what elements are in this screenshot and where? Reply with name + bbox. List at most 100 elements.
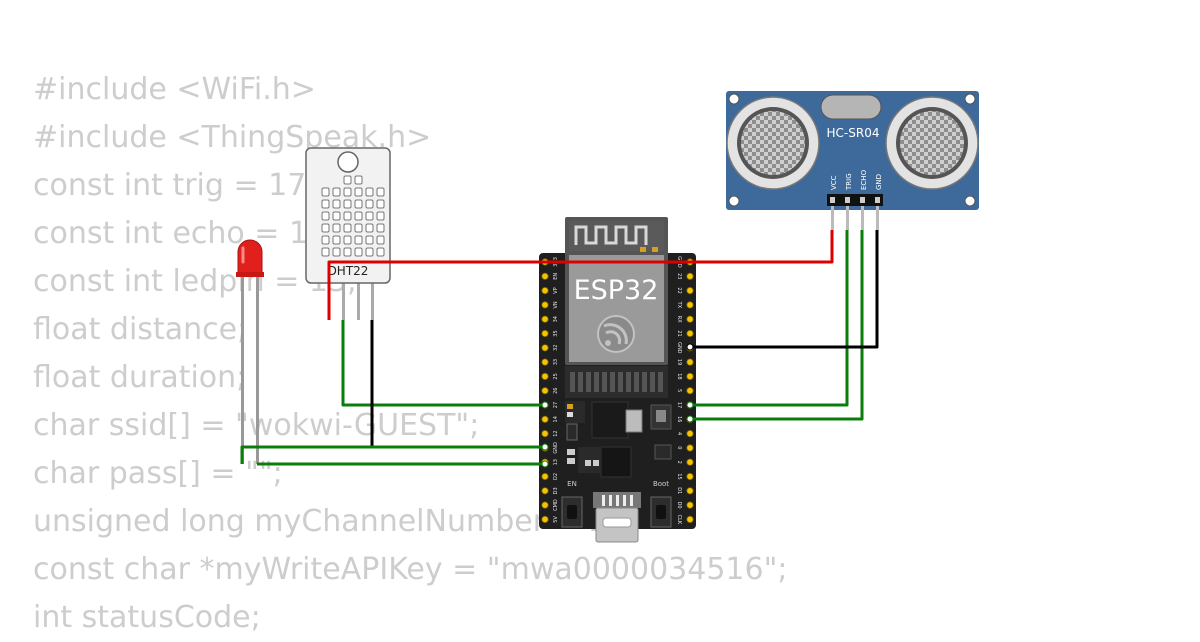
wire-echo	[690, 230, 864, 421]
wire-dht-data	[341, 320, 545, 407]
pin-header	[827, 194, 883, 206]
en-button[interactable]	[561, 496, 583, 528]
pin-label: 35	[553, 330, 559, 336]
header-pin[interactable]	[541, 358, 549, 366]
pin-label: 14	[553, 416, 559, 422]
header-pin[interactable]	[686, 458, 694, 466]
header-pin[interactable]	[541, 429, 549, 438]
pin-label: D2	[553, 473, 559, 480]
header-pin[interactable]	[686, 301, 694, 309]
wire-led-cathode	[240, 445, 545, 464]
pin-label: 21	[676, 330, 682, 336]
pin-label: 19	[676, 359, 682, 365]
pin-trig	[845, 197, 850, 203]
pin-echo	[860, 197, 865, 203]
header-pin[interactable]	[686, 501, 694, 509]
header-pin[interactable]	[541, 515, 549, 524]
header-pin[interactable]	[686, 472, 694, 481]
mount-hole	[964, 195, 976, 207]
dht22-sensor[interactable]: DHT22	[305, 147, 391, 320]
dht-label: DHT22	[328, 264, 369, 278]
pin-label: 0	[676, 446, 682, 449]
header-pin[interactable]	[541, 329, 549, 338]
header-pin[interactable]	[541, 315, 549, 323]
mount-hole	[728, 93, 740, 105]
header-pin[interactable]	[686, 429, 694, 438]
dht-vent-grid	[321, 175, 385, 257]
transducer-left	[726, 96, 820, 190]
header-pin[interactable]	[541, 301, 549, 309]
header-pin[interactable]	[541, 344, 549, 352]
pin-label: 4	[676, 432, 682, 435]
header-pin[interactable]	[541, 472, 549, 481]
mount-hole	[728, 195, 740, 207]
boot-label: Boot	[653, 480, 669, 488]
code-line: float duration;	[33, 360, 247, 395]
usb-uart-chip	[600, 446, 632, 478]
header-pin[interactable]	[541, 272, 549, 280]
header-pin[interactable]	[541, 286, 549, 295]
sensor-label: HC-SR04	[827, 126, 880, 140]
header-pin[interactable]	[541, 501, 549, 509]
header-pin[interactable]	[686, 444, 694, 452]
pin-label-vcc: VCC	[830, 175, 838, 190]
header-pin[interactable]	[686, 315, 694, 323]
header-pin[interactable]	[686, 487, 694, 495]
pin-label: 32	[553, 345, 559, 351]
wire-trig	[690, 230, 849, 407]
code-line: char pass[] = "";	[33, 456, 283, 491]
esp32-devkit[interactable]: ESP32 EN Boot	[539, 217, 696, 543]
pin-label: 15	[676, 473, 682, 479]
pin-label: GND	[676, 342, 682, 354]
pin-label: 5	[676, 389, 682, 392]
pin-label: 33	[553, 359, 559, 365]
pin-label: VN	[553, 301, 559, 308]
header-pin[interactable]	[686, 515, 694, 524]
pin-label: RX	[676, 316, 682, 323]
header-pin[interactable]	[686, 387, 694, 395]
pin-label: GND	[553, 442, 559, 454]
module-pads	[565, 366, 668, 398]
pin-label: D0	[676, 502, 682, 509]
header-pin[interactable]	[686, 329, 694, 338]
pin-label: 23	[676, 273, 682, 279]
code-listing: #include <WiFi.h>#include <ThingSpeak.h>…	[33, 66, 788, 642]
header-pin[interactable]	[686, 286, 694, 295]
pin-label-gnd: GND	[875, 174, 883, 190]
usb-port	[593, 492, 641, 543]
pin-label: 13	[553, 459, 559, 465]
header-pin[interactable]	[541, 372, 549, 380]
pin-label: 34	[553, 316, 559, 322]
pin-gnd	[875, 197, 880, 203]
pin-label: 27	[553, 402, 559, 408]
esp32-label: ESP32	[574, 275, 659, 306]
header-pin[interactable]	[686, 358, 694, 366]
pin-label: 18	[676, 373, 682, 379]
header-pin[interactable]	[686, 372, 694, 380]
code-line: #include <WiFi.h>	[33, 72, 316, 107]
en-label: EN	[567, 480, 577, 488]
pin-label-echo: ECHO	[860, 169, 868, 190]
wire-dht-gnd	[370, 320, 545, 449]
header-pin[interactable]	[541, 487, 549, 495]
antenna-trace	[574, 225, 648, 245]
pin-label-trig: TRIG	[845, 173, 853, 191]
boot-button[interactable]	[650, 496, 672, 528]
pin-label: D3	[553, 487, 559, 494]
header-pin[interactable]	[686, 272, 694, 280]
dht-pin	[342, 283, 345, 320]
pin-label: 25	[553, 373, 559, 379]
pin-label: 2	[676, 461, 682, 464]
dht-pin	[371, 283, 374, 320]
pin-label: CMD	[553, 499, 559, 511]
header-pin[interactable]	[541, 415, 549, 423]
wires	[240, 230, 879, 468]
red-led[interactable]	[236, 239, 264, 464]
pin-label: EN	[553, 273, 559, 280]
pin-label: VP	[553, 287, 559, 293]
header-pin[interactable]	[541, 387, 549, 395]
hc-sr04-sensor[interactable]: HC-SR04 VCC TRIG ECHO GND	[726, 91, 979, 230]
pin-label: 16	[676, 416, 682, 422]
